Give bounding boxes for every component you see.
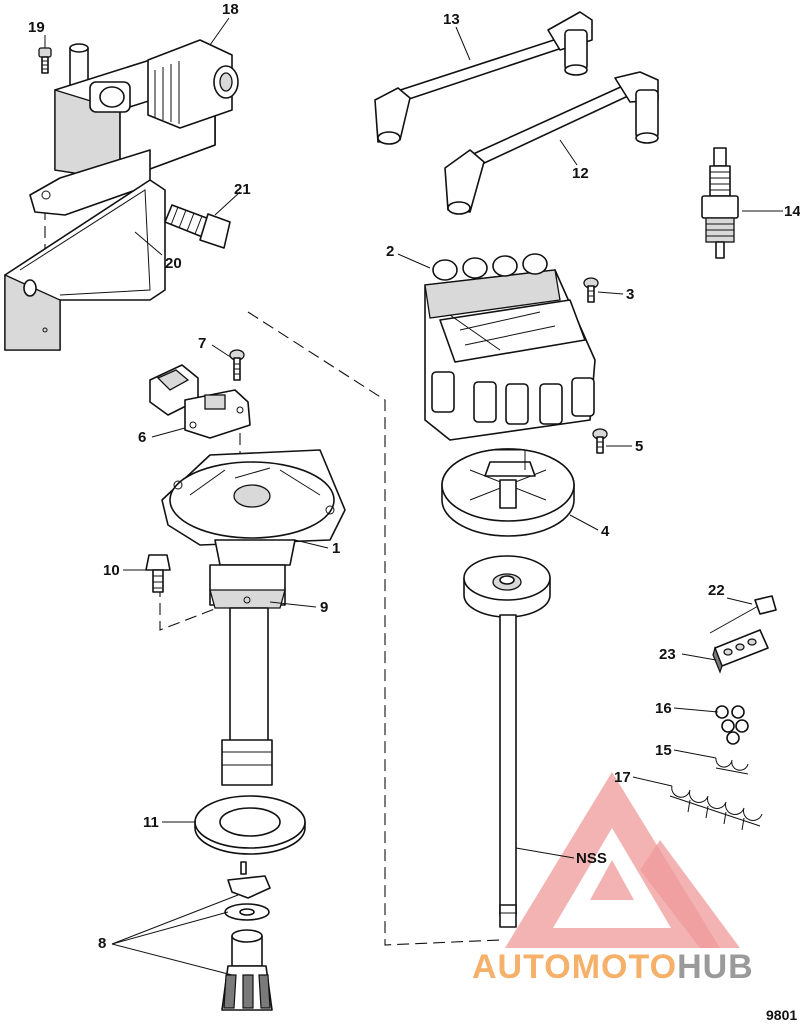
callout-7: 7 [198,335,206,352]
callout-11: 11 [143,814,159,831]
part-12-plug-wire [444,71,659,215]
part-17-clip-strip [669,785,763,831]
part-14-spark-plug [701,147,739,259]
watermark-text-part2: HUB [677,948,754,986]
callout-3: 3 [626,286,634,303]
part-21-bolt [164,204,231,249]
callout-10: 10 [103,562,120,579]
part-7-screw [229,349,245,381]
callout-18: 18 [222,1,239,18]
callout-14: 14 [784,203,800,220]
callout-23: 23 [659,646,676,663]
callout-labels: 19 18 21 20 13 12 14 2 3 5 4 7 6 1 10 9 … [28,1,800,952]
callout-15: 15 [655,742,672,759]
watermark-text: AUTOMOTOHUB [472,948,754,986]
part-22-tool [709,595,777,634]
figure-code: 9801 [766,1007,797,1023]
svg-text:AUTOMOTOHUB: AUTOMOTOHUB [472,948,754,986]
callout-9: 9 [320,599,328,616]
callout-16: 16 [655,700,672,717]
part-15-clip [715,757,749,775]
callout-17: 17 [614,769,631,786]
callout-21: 21 [234,181,251,198]
callout-8: 8 [98,935,106,952]
callout-19: 19 [28,19,45,36]
callout-2: 2 [386,243,394,260]
callout-1: 1 [332,540,340,557]
callout-nss: NSS [576,850,607,867]
watermark-logo [505,772,740,948]
part-8-gear-assembly [221,861,273,1011]
part-13-plug-wire [374,11,593,145]
part-1-distributor-housing [161,449,346,566]
callout-13: 13 [443,11,460,28]
part-3-screw [583,277,599,303]
callout-22: 22 [708,582,725,599]
part-23-connector [712,629,769,674]
callout-6: 6 [138,429,146,446]
part-16-clip [715,705,749,745]
part-9-distributor-body [209,564,286,786]
part-2-distributor-cap [424,253,596,441]
part-4-rotor [441,448,575,537]
part-20-bracket [4,179,166,351]
callout-5: 5 [635,438,643,455]
part-10-bolt [145,554,171,593]
callout-20: 20 [165,255,182,272]
callout-12: 12 [572,165,589,182]
part-19-bolt [38,47,52,74]
watermark-text-part1: AUTOMOTO [472,948,677,986]
part-11-washer [194,795,306,855]
part-6-sensor-module [149,364,251,439]
part-18-ignition-coil [29,39,239,216]
leader-lines [44,17,783,976]
part-nss-shaft [463,555,551,928]
part-5-screw [592,428,608,454]
callout-4: 4 [601,523,610,540]
